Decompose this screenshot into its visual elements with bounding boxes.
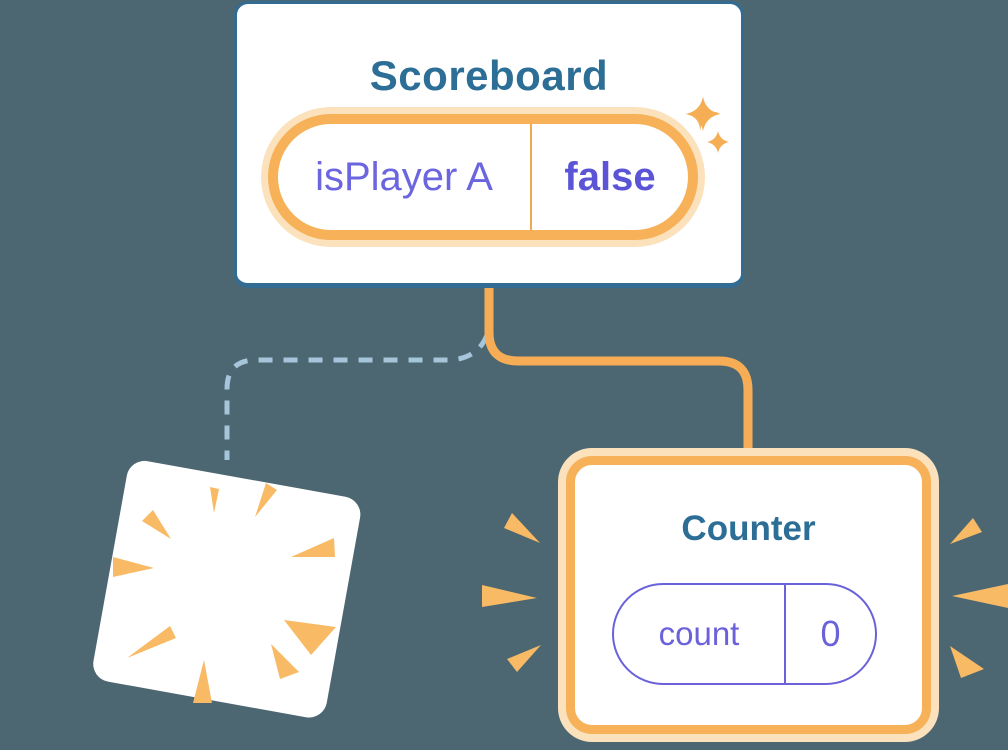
connector-line (484, 283, 753, 460)
state-value: false (564, 154, 656, 199)
destroyed-card (90, 458, 364, 721)
scoreboard-state-pill: isPlayer A false (268, 114, 698, 240)
state-value: 0 (820, 613, 841, 654)
counter-title: Counter (681, 509, 816, 548)
counter-state-pill: count 0 (612, 583, 877, 685)
state-label: isPlayer A (315, 154, 493, 199)
counter-card: Counter count 0 (566, 456, 931, 734)
pill-divider (530, 124, 532, 230)
scoreboard-title: Scoreboard (369, 52, 609, 99)
dashed-connector-line (224, 333, 490, 460)
state-label: count (658, 615, 740, 652)
scoreboard-card: Scoreboard isPlayer A false (234, 1, 744, 288)
pill-divider (784, 585, 786, 683)
